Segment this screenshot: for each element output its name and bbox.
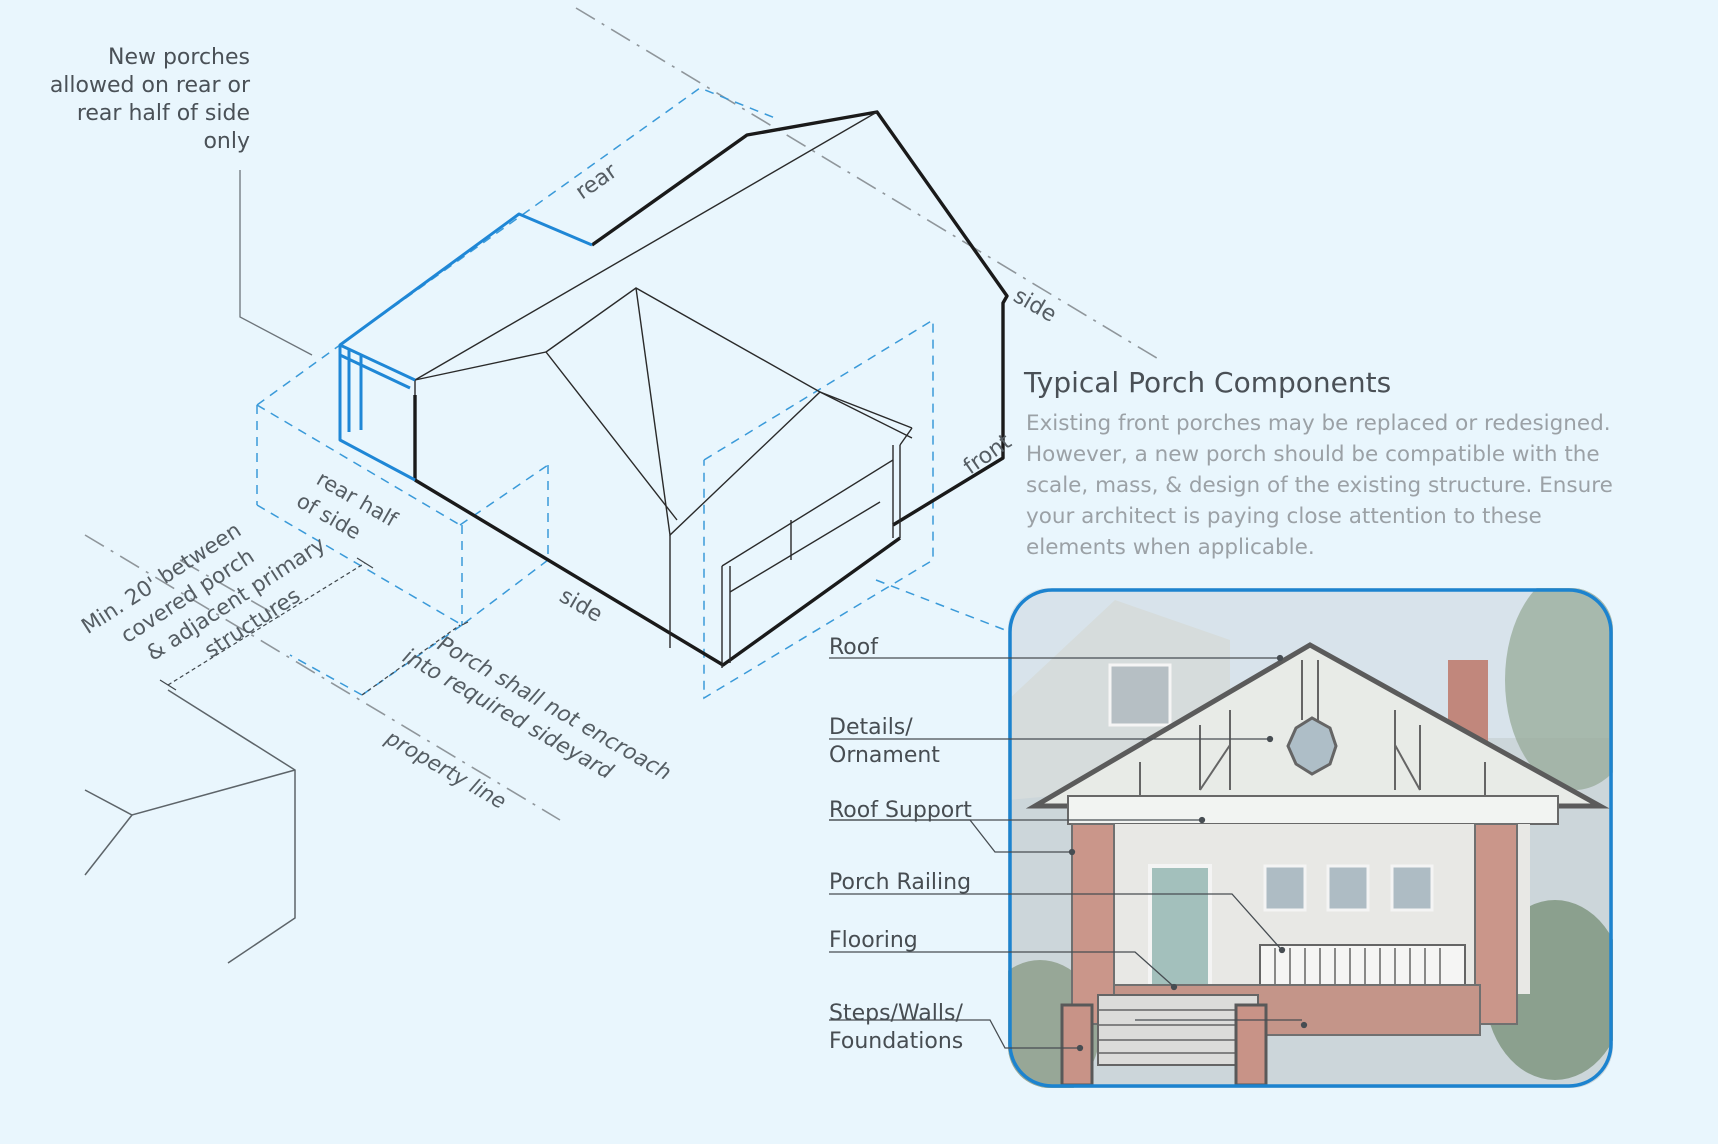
- label-flooring-text: Flooring: [829, 928, 918, 953]
- rear-label: rear: [571, 158, 623, 205]
- label-details: Details/ Ornament: [829, 714, 940, 770]
- dash-dot-lines: [84, 7, 1161, 821]
- porch-note-leader: [239, 170, 313, 356]
- label-details-line-2: Ornament: [829, 743, 940, 768]
- encroach-note-line-1: Porch shall not encroach: [433, 632, 675, 786]
- front-porch-envelope: [703, 318, 1006, 700]
- porch-allowed-note: New porches allowed on rear or rear half…: [49, 45, 250, 154]
- house-roof-lines: [414, 111, 913, 668]
- label-porch-railing: Porch Railing: [829, 869, 971, 897]
- label-porch-railing-text: Porch Railing: [829, 870, 972, 895]
- separation-dimension: [159, 557, 374, 691]
- label-flooring: Flooring: [829, 927, 918, 955]
- label-roof-support: Roof Support: [829, 797, 972, 825]
- component-leaders: [829, 654, 1308, 1052]
- encroach-dimension: [361, 621, 469, 696]
- adjacent-structure: [84, 689, 296, 964]
- side-label-right: side: [1009, 284, 1061, 328]
- photo-frame: [1008, 588, 1613, 1088]
- property-line-label: property line: [381, 725, 511, 814]
- label-roof-support-text: Roof Support: [829, 798, 972, 823]
- porch-photo: [1008, 588, 1613, 1088]
- label-details-line-1: Details/: [829, 715, 913, 740]
- label-roof-text: Roof: [829, 635, 878, 660]
- sideyard-envelope: [256, 87, 776, 696]
- label-steps-line-2: Foundations: [829, 1029, 964, 1054]
- components-title: Typical Porch Components: [1024, 366, 1392, 399]
- components-description: Existing front porches may be replaced o…: [1026, 411, 1613, 560]
- encroach-note: Porch shall not encroach into required s…: [398, 632, 675, 786]
- label-steps: Steps/Walls/ Foundations: [829, 1000, 963, 1056]
- front-label: front: [959, 429, 1017, 480]
- separation-note: Min. 20' between covered porch & adjacen…: [77, 518, 330, 667]
- label-roof: Roof: [829, 634, 878, 662]
- house-outline: [413, 110, 1009, 667]
- label-steps-line-1: Steps/Walls/: [829, 1001, 963, 1026]
- side-porch-highlight: [338, 212, 593, 482]
